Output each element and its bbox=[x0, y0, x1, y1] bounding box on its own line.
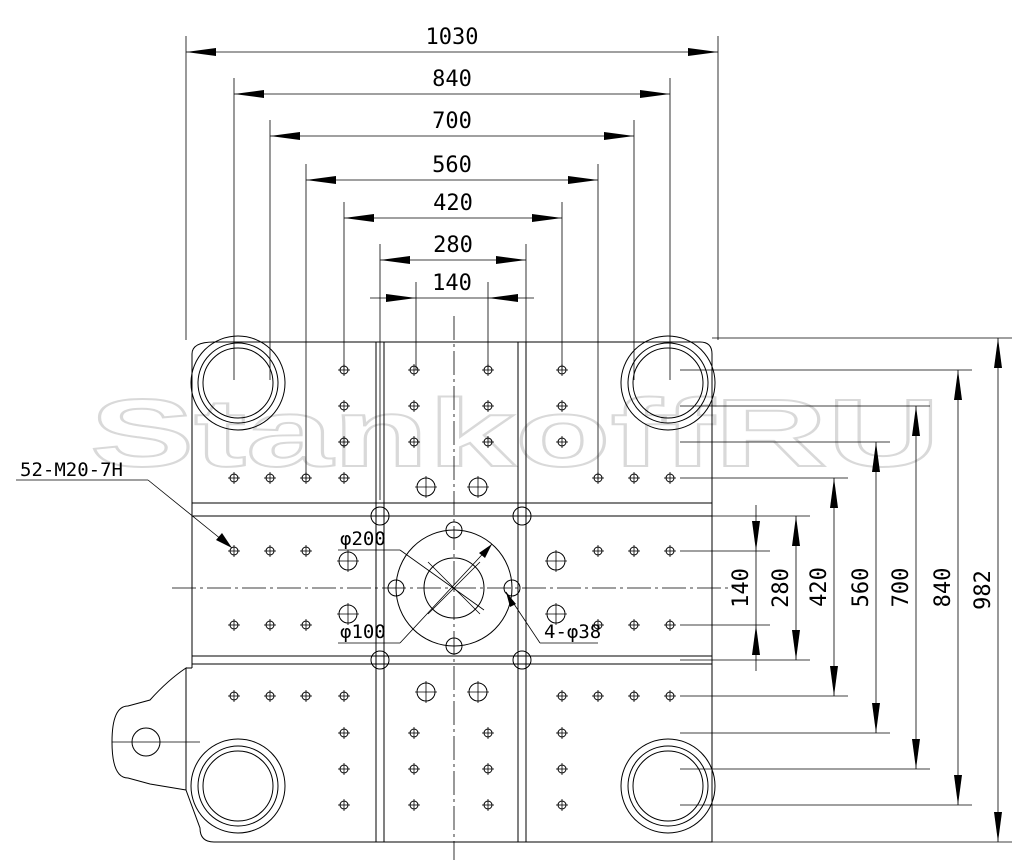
dimension-v-label: 140 bbox=[729, 568, 754, 608]
platen-outline bbox=[111, 341, 713, 843]
bolt-holes-label: 4-φ38 bbox=[544, 621, 601, 643]
dimension-h-label: 140 bbox=[432, 271, 472, 296]
tie-bar-hole-bottom-left bbox=[190, 738, 286, 834]
center-hole bbox=[387, 521, 521, 655]
dimension-v-label: 420 bbox=[807, 567, 832, 607]
dimension-v-label: 560 bbox=[849, 568, 874, 608]
dimension-h-label: 420 bbox=[433, 191, 473, 216]
center-outer-diameter-label: φ200 bbox=[340, 528, 386, 550]
threaded-holes-m20 bbox=[228, 364, 676, 811]
dimension-h-label: 1030 bbox=[426, 25, 479, 50]
bolt-holes-38 bbox=[337, 476, 567, 703]
watermark: StankoffRU bbox=[90, 380, 940, 487]
dimension-h-label: 700 bbox=[432, 109, 472, 134]
center-inner-diameter-label: φ100 bbox=[340, 621, 386, 643]
tie-bar-hole-top-left bbox=[190, 335, 286, 431]
dimension-v-label: 840 bbox=[931, 568, 956, 608]
horizontal-dimensions: 1030 840 700 560 420 280 140 bbox=[185, 25, 719, 500]
tie-bar-hole-bottom-right bbox=[620, 738, 716, 834]
dimension-v-label: 700 bbox=[889, 568, 914, 608]
dimension-v-label: 280 bbox=[769, 568, 794, 608]
dimension-h-label: 840 bbox=[432, 67, 472, 92]
dimension-v-label: 982 bbox=[971, 570, 996, 610]
dimension-h-label: 280 bbox=[433, 233, 473, 258]
tie-bar-hole-top-right bbox=[620, 335, 716, 431]
dimension-h-label: 560 bbox=[432, 153, 472, 178]
thread-holes-label: 52-M20-7H bbox=[20, 459, 123, 481]
vertical-dimensions: 140 280 420 560 700 840 982 bbox=[680, 337, 1012, 843]
